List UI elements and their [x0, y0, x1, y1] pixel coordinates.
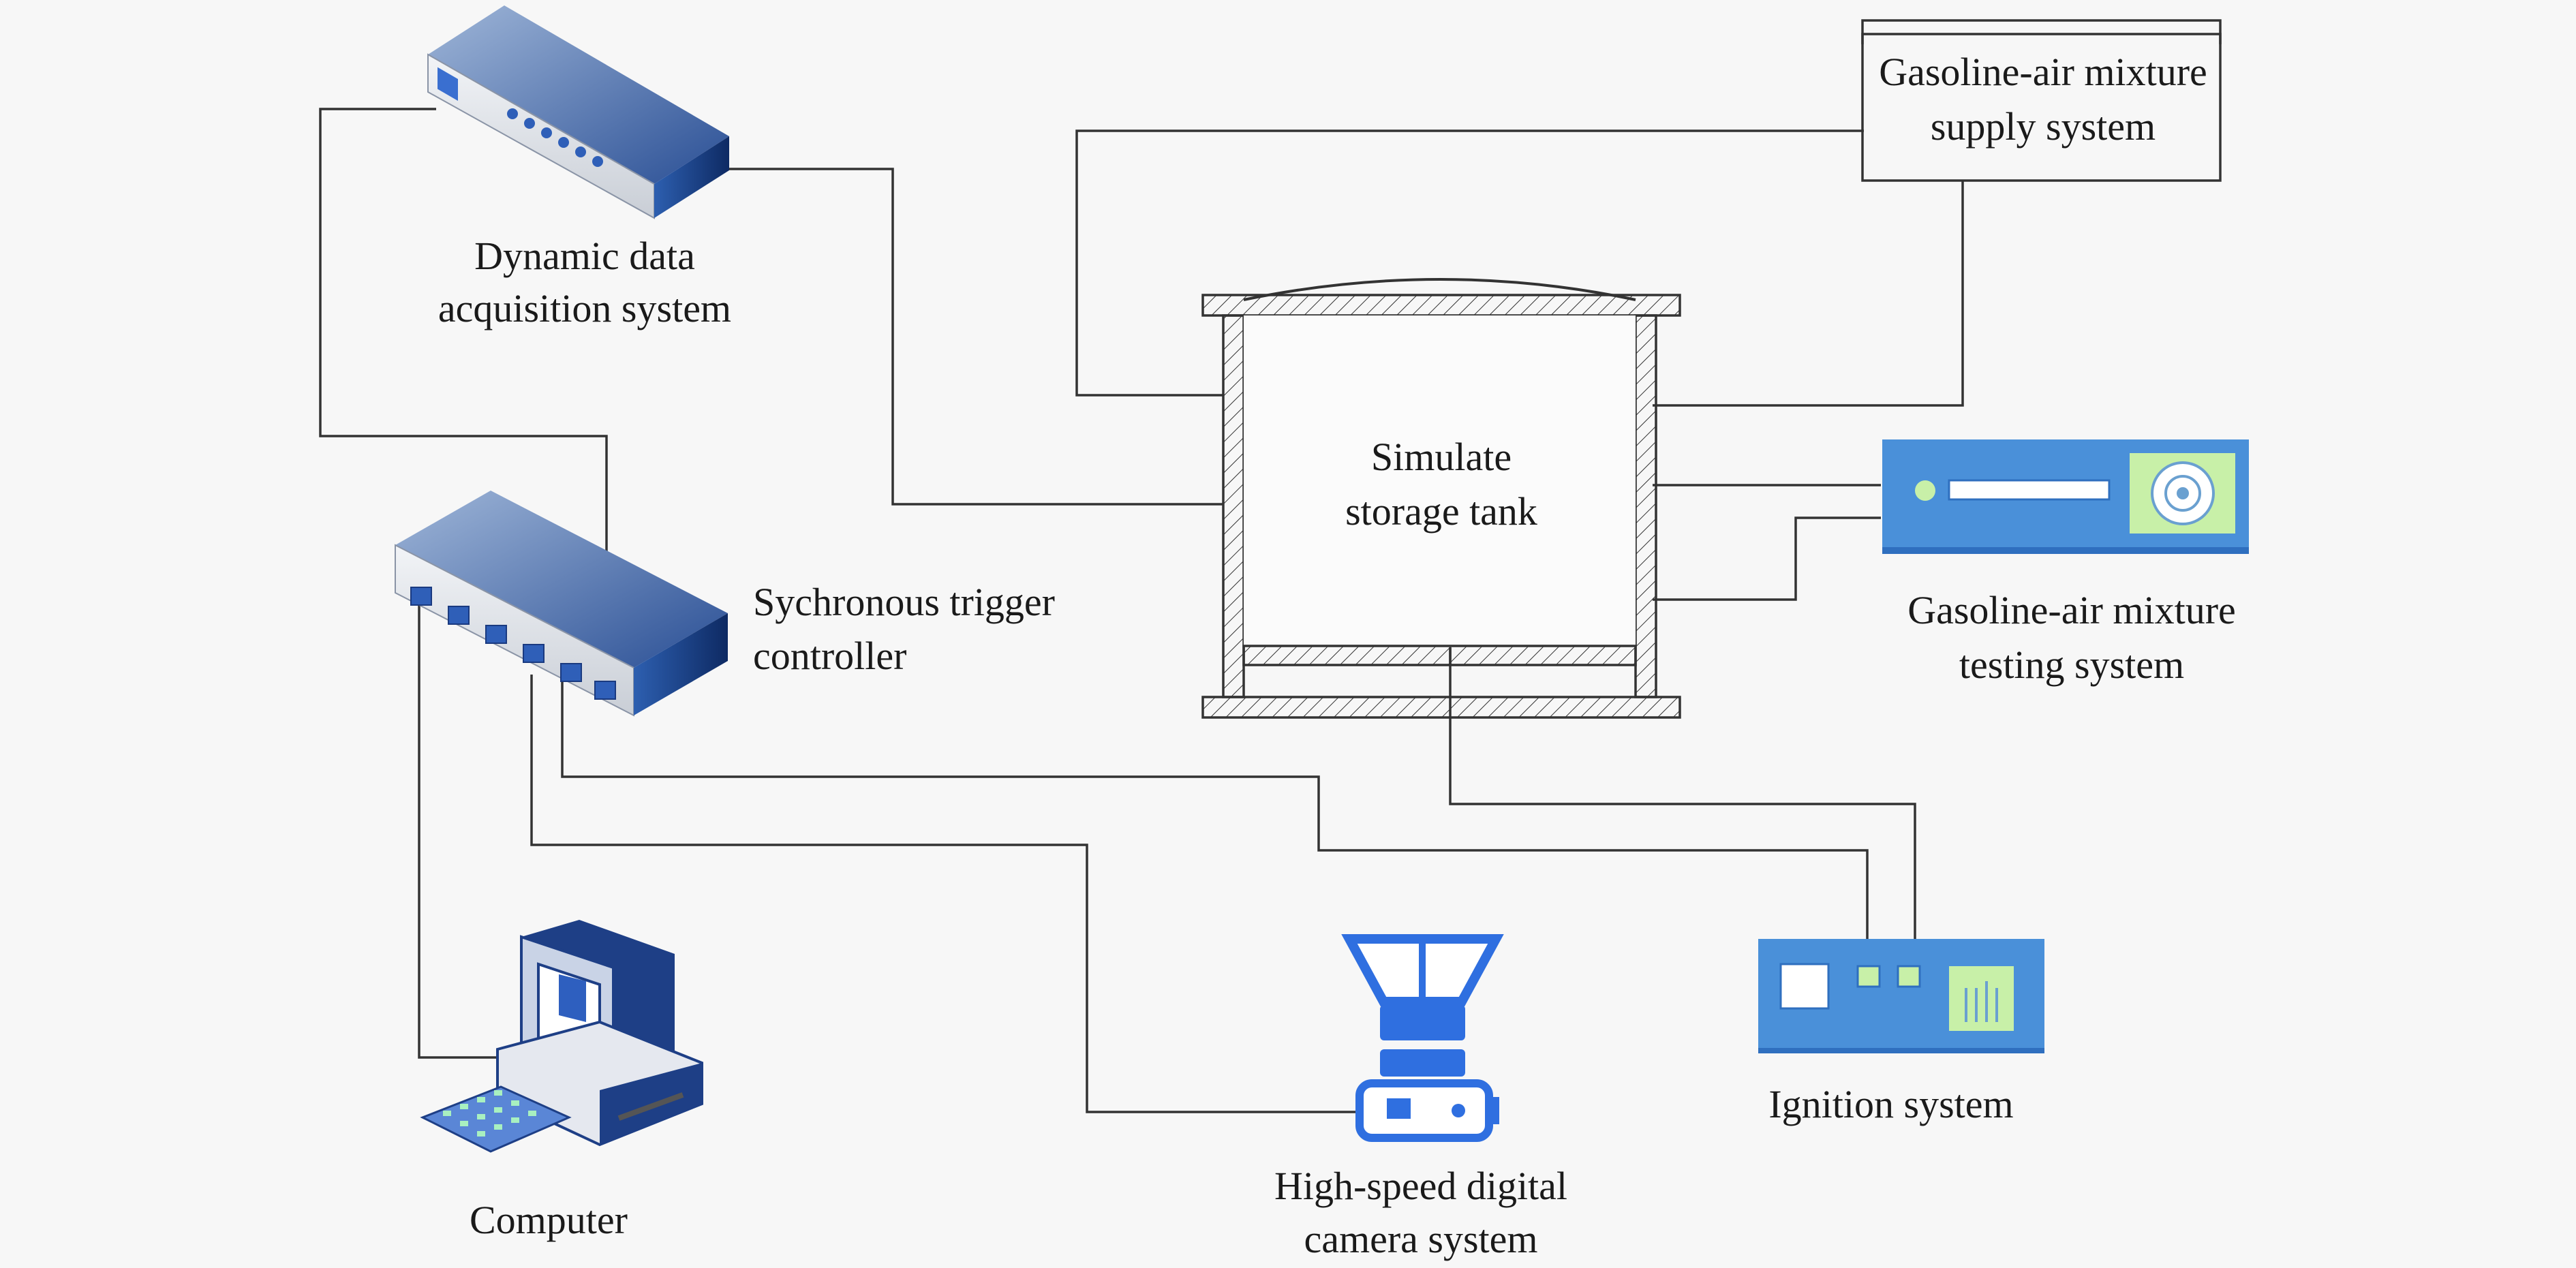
testing-device-icon — [1882, 439, 2249, 554]
tank-bottom-flange — [1201, 696, 1681, 719]
wire-tank-to-ignition — [1449, 647, 1916, 964]
trigger-controller[interactable]: Sychronous trigger controller — [395, 491, 1055, 717]
trigger-label-line2: controller — [753, 634, 906, 678]
wire-trigger-to-ignition — [561, 675, 1869, 964]
wire-supply-to-tank-left — [1075, 129, 1864, 397]
connection-lines — [319, 108, 1964, 1113]
high-speed-camera[interactable]: High-speed digital camera system — [1274, 934, 1567, 1261]
testing-system[interactable]: Gasoline-air mixture testing system — [1882, 439, 2249, 687]
desktop-computer-icon — [420, 920, 703, 1153]
tank-inner-plate — [1242, 645, 1637, 666]
computer-label: Computer — [470, 1198, 628, 1242]
tank-right-wall — [1634, 314, 1657, 698]
storage-tank[interactable]: Simulate storage tank — [1201, 278, 1681, 719]
supply-label-line1: Gasoline-air mixture — [1879, 50, 2207, 94]
tank-top-flange — [1201, 294, 1681, 317]
ignition-device-icon — [1758, 939, 2044, 1053]
testing-label-line2: testing system — [1959, 643, 2184, 687]
camera-label-line1: High-speed digital — [1274, 1164, 1567, 1208]
computer[interactable]: Computer — [420, 920, 703, 1242]
daq-label-line1: Dynamic data — [474, 234, 695, 278]
trigger-label-line1: Sychronous trigger — [753, 580, 1055, 624]
wire-daq-to-tank — [726, 168, 1223, 506]
tank-label-line1: Simulate — [1371, 435, 1512, 479]
wire-trigger-to-camera — [530, 675, 1360, 1113]
rack-device-icon — [428, 5, 729, 184]
supply-label-line2: supply system — [1931, 104, 2156, 149]
testing-label-line1: Gasoline-air mixture — [1907, 588, 2236, 632]
wire-tank-to-testing-2 — [1653, 516, 1881, 601]
supply-system-box — [1861, 33, 2222, 182]
ignition-system[interactable]: Ignition system — [1758, 939, 2044, 1126]
camera-label-line2: camera system — [1304, 1217, 1537, 1261]
daq-device[interactable]: Dynamic data acquisition system — [427, 5, 731, 330]
tank-roof — [1243, 278, 1636, 301]
supply-system[interactable]: Gasoline-air mixture supply system — [1861, 19, 2222, 182]
tank-label-line2: storage tank — [1345, 489, 1537, 534]
wire-trigger-to-computer — [418, 600, 532, 1059]
daq-label-line2: acquisition system — [438, 286, 731, 330]
ignition-label: Ignition system — [1768, 1082, 2013, 1126]
high-speed-camera-icon — [1341, 934, 1504, 1142]
trigger-controller-icon — [395, 491, 728, 668]
tank-left-wall — [1222, 314, 1245, 698]
wire-supply-to-tank-right — [1653, 181, 1964, 407]
wire-daq-to-trigger — [319, 108, 608, 651]
